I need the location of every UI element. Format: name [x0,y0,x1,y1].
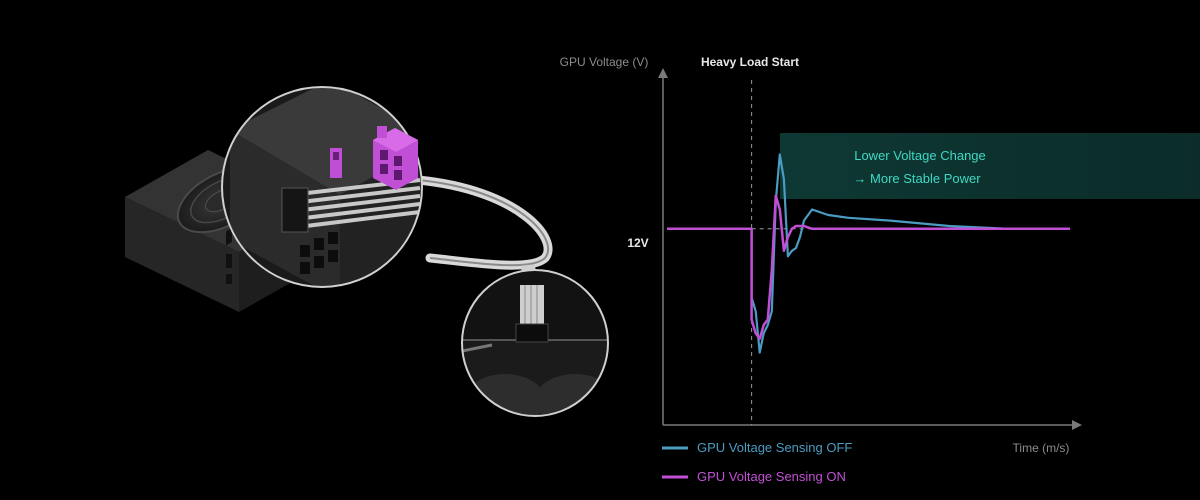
annotation-line1: Lower Voltage Change [854,148,986,163]
pcie-connector-icon [373,126,418,190]
legend: GPU Voltage Sensing OFF GPU Voltage Sens… [662,440,852,484]
psu-illustration [125,86,609,417]
event-label: Heavy Load Start [701,55,799,69]
annotation-line2: → More Stable Power [853,171,981,186]
x-axis-arrow [1072,420,1082,430]
y-axis-label: GPU Voltage (V) [560,55,649,69]
y-axis-arrow [658,68,668,78]
series-sensing-on-line [667,194,1070,341]
y-tick-12v: 12V [627,236,648,250]
legend-label-off: GPU Voltage Sensing OFF [697,440,852,455]
voltage-chart: Lower Voltage Change → More Stable Power… [560,55,1200,484]
graphics-card-zoom-circle [461,269,609,417]
x-axis-label: Time (m/s) [1013,441,1070,455]
stable-power-band [780,133,1200,199]
legend-label-on: GPU Voltage Sensing ON [697,469,846,484]
